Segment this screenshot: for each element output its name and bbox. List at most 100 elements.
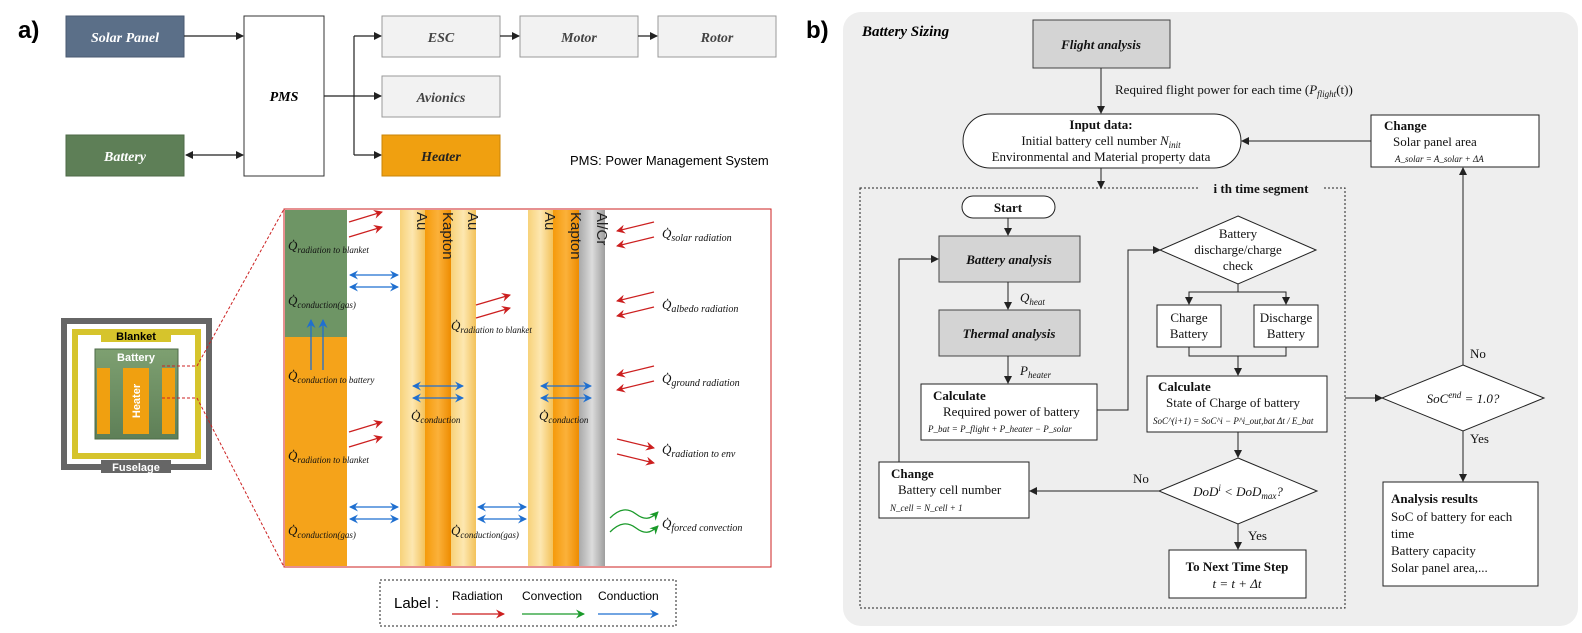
motor-block [519,15,639,58]
thermal-analysis-label: Thermal analysis [963,326,1056,341]
input-line2: Environmental and Material property data [992,149,1211,164]
svg-text:Q̇conduction(gas): Q̇conduction(gas) [288,293,356,310]
discharge-battery-line2: Battery [1267,326,1306,341]
cond-mid-1-label: conduction [420,415,460,425]
cond-gas-1-label: conduction(gas) [297,300,356,310]
layer-kapton-1-label: Kapton [439,212,456,260]
soc-tail: = 1.0? [1461,391,1500,406]
layer-au-2-label: Au [464,212,481,230]
legend-convection: Convection [522,589,582,603]
esc-label: ESC [427,31,455,46]
discharge-check-line3: check [1223,258,1254,273]
qdot-symbol: Q̇ [662,226,672,241]
discharge-battery-line1: Discharge [1260,310,1313,325]
legend-title: Label : [394,595,439,612]
flight-analysis-box [1032,19,1171,69]
svg-text:Qheat: Qheat [1020,290,1045,307]
solar-panel-block [65,15,185,58]
next-time-step-box [1168,549,1307,599]
heater-label: Heater [420,150,461,165]
qdot-symbol: Q̇ [662,516,672,531]
results-line3: Battery capacity [1391,543,1476,558]
rad-to-blanket-2-label: radiation to blanket [297,455,369,465]
p-heater-symbol: P [1019,363,1028,378]
calculate-soc-box [1146,375,1328,433]
charge-battery-box [1156,304,1222,348]
qdot-symbol: Q̇ [288,448,298,463]
qdot-symbol: Q̇ [411,408,421,423]
rotor-block [657,15,777,58]
layer-alcr-label: Al/Cr [593,212,610,245]
avionics-label: Avionics [416,91,466,106]
change2-equation: A_solar = A_solar + ΔA [1394,154,1484,164]
ground-radiation-label: ground radiation [671,378,739,389]
no-label-2: No [1470,346,1486,361]
battery-label: Battery [103,150,147,165]
results-title: Analysis results [1391,491,1478,506]
battery-block [65,134,185,177]
results-line4: Solar panel area,... [1391,560,1488,575]
layer-kapton-2-label: Kapton [567,212,584,260]
dod-symbol: DoD [1192,484,1219,499]
qdot-symbol: Q̇ [451,523,461,538]
battery-analysis-label: Battery analysis [965,252,1052,267]
svg-text:Q̇solar radiation: Q̇solar radiation [662,226,732,244]
svg-text:Pheater: Pheater [1019,363,1051,380]
results-line2: time [1391,526,1414,541]
change-solar-box [1370,114,1540,168]
input-title: Input data: [1069,117,1132,132]
qdot-symbol: Q̇ [662,297,672,312]
motor-label: Motor [560,31,597,46]
q-heat-subscript: heat [1029,297,1045,307]
rad-to-blanket-mid-label: radiation to blanket [460,325,532,335]
qdot-symbol: Q̇ [662,371,672,386]
soc-symbol: SoC [1427,391,1449,406]
fuselage-label: Fuselage [112,462,160,474]
segment-label: i th time segment [1214,181,1310,196]
svg-text:Q̇radiation to env: Q̇radiation to env [662,442,736,460]
cross-section: Blanket Battery Heater Fuselage [61,208,285,568]
discharge-check-line1: Battery [1219,226,1258,241]
n-init-symbol: N [1159,133,1170,148]
calc1-line1: Required power of battery [943,404,1080,419]
cond-gas-2-label: conduction(gas) [297,530,356,540]
svg-text:Q̇radiation to blanket: Q̇radiation to blanket [288,448,369,465]
legend-conduction: Conduction [598,589,659,603]
solar-radiation-label: solar radiation [671,233,731,244]
qdot-symbol: Q̇ [451,318,461,333]
avionics-block [381,75,501,118]
change2-title: Change [1384,118,1427,133]
svg-text:Q̇conduction(gas): Q̇conduction(gas) [288,523,356,540]
svg-text:Q̇radiation to blanket: Q̇radiation to blanket [451,318,532,335]
qdot-symbol: Q̇ [539,408,549,423]
q-heat-symbol: Q [1020,290,1030,305]
thermal-analysis-box [938,309,1081,357]
svg-text:SoCend = 1.0?: SoCend = 1.0? [1427,390,1500,406]
svg-text:Q̇conduction(gas): Q̇conduction(gas) [451,523,519,540]
svg-text:Initial battery cell number Ni: Initial battery cell number Ninit [1021,133,1181,150]
change1-equation: N_cell = N_cell + 1 [889,503,963,513]
dod-less-than: < [1221,484,1236,499]
svg-text:Q̇forced convection: Q̇forced convection [662,516,742,534]
albedo-radiation-label: albedo radiation [671,304,738,315]
legend: Label : Radiation Convection Conduction [379,579,677,627]
legend-radiation: Radiation [452,589,503,603]
svg-text:Q̇albedo radiation: Q̇albedo radiation [662,297,738,315]
next-step-equation: t = t + Δt [1212,576,1261,591]
layer-au-3-label: Au [541,212,558,230]
calculate-power-box [920,383,1098,441]
svg-text:DoDi < DoDmax?: DoDi < DoDmax? [1192,483,1283,501]
svg-text:Q̇radiation to blanket: Q̇radiation to blanket [288,238,369,255]
p-flight-tail: (t)) [1336,82,1353,97]
battery-analysis-box [938,235,1081,283]
discharge-check-line2: discharge/charge [1194,242,1282,257]
analysis-results-box [1382,481,1539,587]
flight-analysis-label: Flight analysis [1060,37,1141,52]
heater-block [381,134,501,177]
required-flight-power-label: Required flight power for each time ( [1115,82,1309,97]
svg-text:Q̇conduction: Q̇conduction [539,408,589,425]
no-label-1: No [1133,471,1149,486]
layer-kapton-1 [425,210,451,566]
dod-max-symbol: DoD [1235,484,1262,499]
discharge-battery-box [1253,304,1319,348]
